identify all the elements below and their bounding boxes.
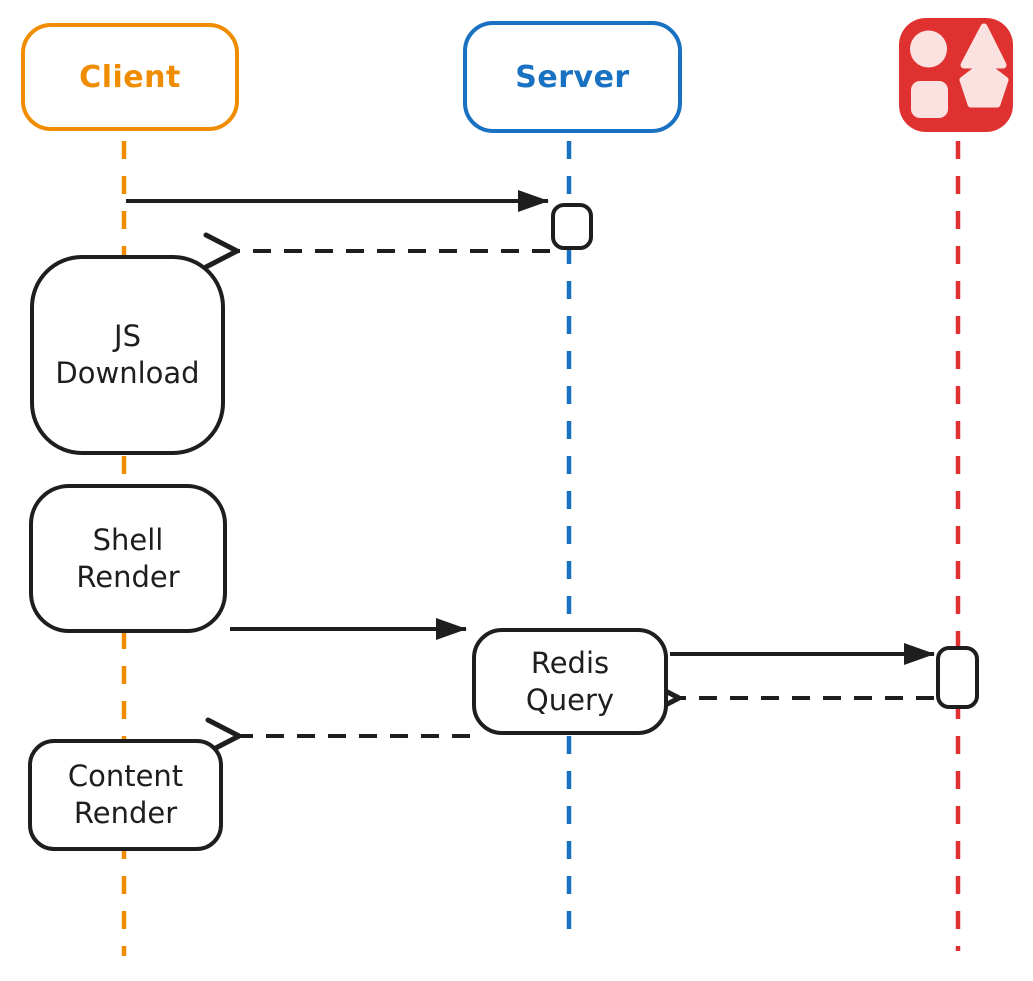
node-content-render: Content Render [28, 739, 223, 851]
node-redis-query: Redis Query [472, 628, 668, 735]
node-shell-render-line2: Render [76, 559, 180, 594]
node-content-render-line2: Render [73, 796, 178, 830]
node-redis-query-line1: Redis [530, 645, 610, 680]
square-shape [911, 81, 948, 118]
node-js-download-line1: JS [114, 319, 141, 353]
node-redis-query-line2: Query [525, 682, 615, 717]
actor-client: Client [21, 23, 239, 131]
actor-server-label: Server [515, 59, 630, 95]
activation-redis [936, 646, 979, 709]
pentagon-shape [959, 60, 1009, 108]
node-js-download-line2: Download [55, 356, 200, 390]
circle-shape [910, 30, 947, 68]
node-content-render-line1: Content [67, 759, 184, 793]
actor-server: Server [463, 21, 682, 133]
node-shell-render-line1: Shell [92, 522, 164, 557]
shapes-icon [899, 18, 1013, 132]
node-js-download: JS Download [30, 255, 225, 455]
activation-server [551, 203, 593, 250]
actor-client-label: Client [79, 59, 181, 95]
node-shell-render: Shell Render [29, 484, 227, 633]
